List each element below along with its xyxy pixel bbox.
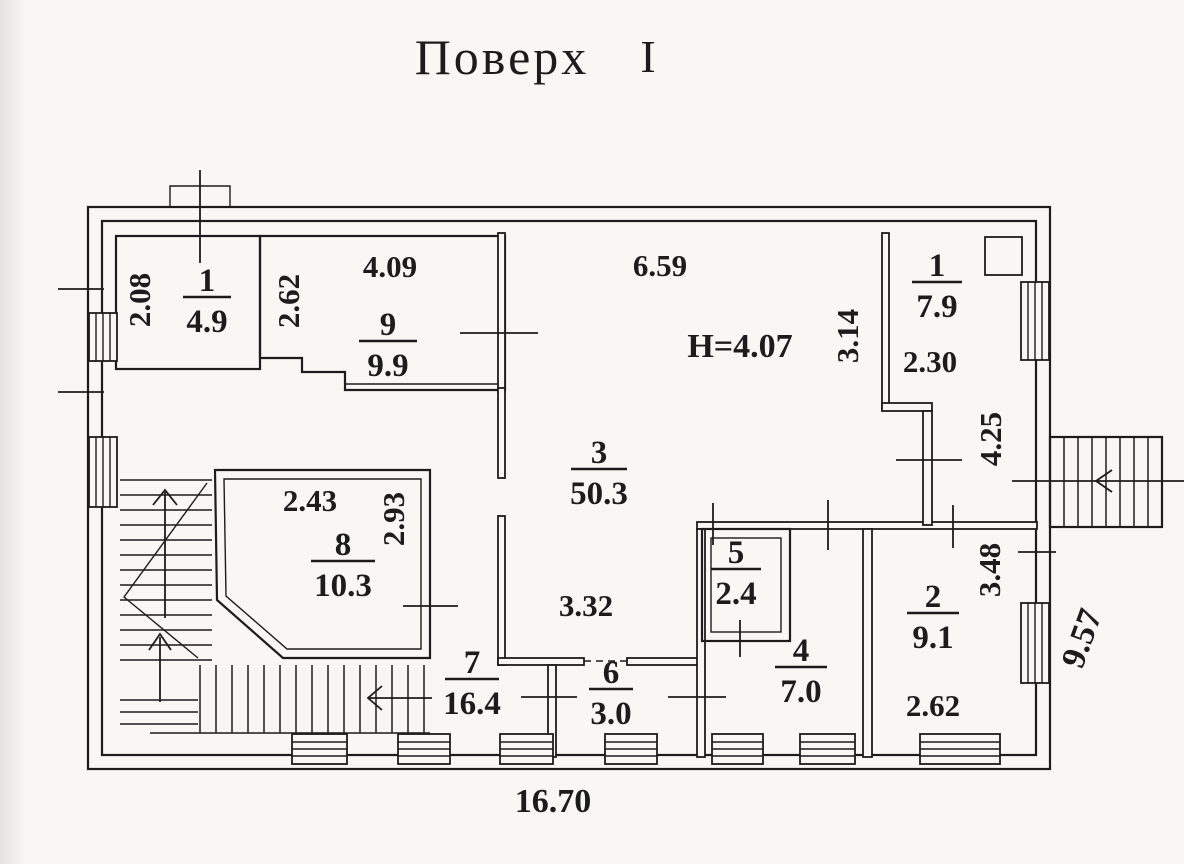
pilaster: [984, 236, 1023, 276]
room-label-2: 2 9.1: [907, 579, 959, 656]
room-area: 7.9: [916, 289, 957, 325]
room-area: 50.3: [570, 476, 628, 512]
room-label-1-left: 1 4.9: [183, 263, 231, 340]
dim-right-wall-lower: 3.48: [972, 543, 1007, 597]
window-bottom-1: [291, 733, 348, 765]
stair-treads-horizontal-flight: [150, 665, 430, 734]
exterior-stair-arrow: [1012, 469, 1184, 493]
dimension-labels: 2.08 2.62 4.09 6.59 H=4.07 3.14 2.30 4.2…: [122, 248, 1110, 820]
dim-room1-right-width: 2.30: [903, 344, 957, 379]
window-bottom-6: [799, 733, 856, 765]
title-floor-numeral: I: [640, 31, 655, 82]
exterior-staircase: [1012, 435, 1184, 529]
room-area: 16.4: [443, 686, 501, 722]
room-label-8: 8 10.3: [311, 527, 375, 604]
room-number: 4: [793, 633, 810, 669]
window-right-lower: [1020, 602, 1050, 684]
room-number: 1: [929, 248, 946, 284]
room-number: 7: [464, 645, 481, 681]
window-bottom-3: [499, 733, 554, 765]
stair-break-line: [123, 482, 208, 659]
room-label-3: 3 50.3: [570, 435, 628, 512]
room-area: 9.1: [912, 620, 953, 656]
room-5-walls: [700, 527, 792, 643]
window-bottom-5: [711, 733, 764, 765]
room-number: 9: [380, 307, 397, 343]
window-left-lower: [88, 436, 118, 508]
window-bottom-7: [919, 733, 1001, 765]
stair-up-arrow-lower: [148, 632, 172, 702]
title-word: Поверх: [415, 29, 590, 85]
dim-room8-width: 2.43: [283, 483, 337, 518]
dim-room1-left-depth: 2.08: [122, 273, 157, 327]
room-number: 2: [925, 579, 942, 615]
room-label-6: 6 3.0: [589, 655, 633, 732]
door-ticks: [58, 170, 1056, 698]
room-area: 4.9: [186, 304, 227, 340]
room-number: 3: [591, 435, 608, 471]
room-area: 7.0: [780, 674, 821, 710]
windows: [88, 281, 1050, 765]
window-bottom-4: [604, 733, 658, 765]
room-number: 8: [335, 527, 352, 563]
window-left-upper: [88, 312, 118, 362]
dim-overall-width: 16.70: [515, 783, 592, 820]
room-area: 10.3: [314, 568, 372, 604]
wall-hall-room3: [922, 410, 933, 526]
room-number: 1: [199, 263, 216, 299]
ceiling-height-note: H=4.07: [687, 328, 792, 365]
dim-side-depth: 9.57: [1055, 604, 1110, 673]
dim-room3-right-depth: 3.14: [830, 309, 865, 363]
dim-room2-width: 2.62: [906, 688, 960, 723]
room-labels: 1 4.9 9 9.9 3 50.3 1 7.9 8: [183, 248, 962, 732]
wall-corridor-room3-upper: [497, 387, 506, 479]
wall-room4-room2: [862, 528, 873, 758]
interior-partitions: [114, 232, 1038, 758]
dim-room3-lower-width: 3.32: [559, 588, 613, 623]
room-area: 2.4: [715, 576, 756, 612]
wall-room1-right-jog: [881, 402, 933, 412]
room-area: 3.0: [590, 696, 631, 732]
wall-room3-bottom-right: [626, 657, 705, 666]
room-label-9: 9 9.9: [359, 307, 417, 384]
dim-room3-width: 6.59: [633, 248, 687, 283]
interior-staircase: [120, 479, 432, 734]
room-5-inner-line: [710, 537, 782, 633]
stair-up-arrow-upper: [152, 488, 178, 618]
dim-right-wall-upper: 4.25: [973, 412, 1008, 466]
room-area: 9.9: [367, 348, 408, 384]
room-number: 5: [728, 535, 745, 571]
window-right-upper: [1020, 281, 1050, 361]
room-8-inner-line: [223, 478, 422, 650]
exterior-stair-treads: [1063, 437, 1149, 527]
inner-wall-line: [100, 219, 1038, 757]
wall-corridor-room3-lower: [497, 515, 506, 666]
room-label-4: 4 7.0: [775, 633, 827, 710]
room-8-walls: [213, 468, 432, 660]
room-number: 6: [603, 655, 620, 691]
dim-room9-depth: 2.62: [271, 274, 306, 328]
room-label-1-right: 1 7.9: [912, 248, 962, 325]
wall-room1-right-left: [881, 232, 890, 411]
wall-room3-bottom-left: [497, 657, 585, 666]
room-label-7: 7 16.4: [443, 645, 501, 722]
stair-treads-vertical-flight: [120, 479, 212, 725]
window-bottom-2: [397, 733, 451, 765]
dim-room8-depth: 2.93: [376, 492, 411, 546]
room-label-5: 5 2.4: [711, 535, 761, 612]
dim-room9-width: 4.09: [363, 249, 417, 284]
page-title: Поверх I: [415, 29, 656, 85]
stair-entry-arrow: [366, 685, 432, 711]
wall-room9-room3: [497, 232, 506, 393]
